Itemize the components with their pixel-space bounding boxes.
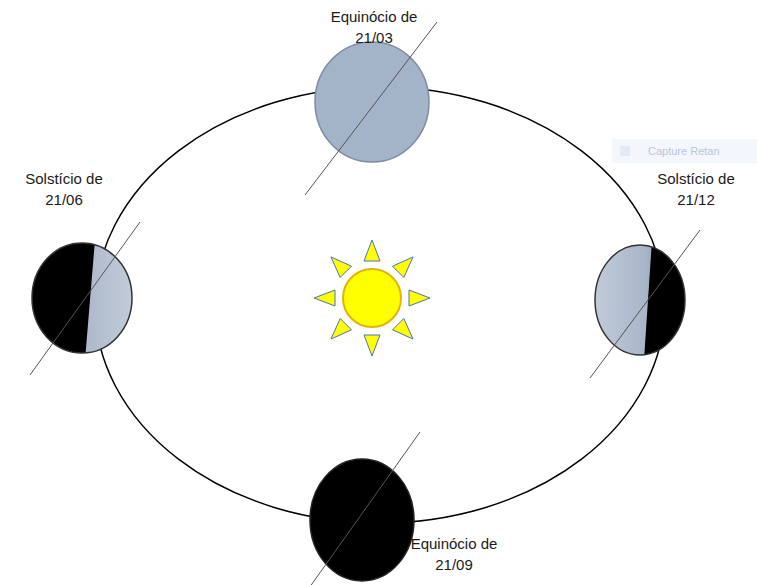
season-label: Equinócio de 21/03 xyxy=(318,6,430,48)
watermark-text: Capture Retan xyxy=(648,144,752,158)
season-label: Solstício de 21/06 xyxy=(8,168,120,210)
sun-ray xyxy=(331,257,352,278)
sun-rays xyxy=(314,240,430,356)
sun-ray xyxy=(331,319,352,340)
earth-axis xyxy=(30,222,140,375)
sun-ray xyxy=(314,290,335,306)
sun-ray xyxy=(364,240,380,261)
sun-ray xyxy=(393,257,414,278)
watermark-box xyxy=(612,139,757,163)
sun-ray xyxy=(393,319,414,340)
earth-outline xyxy=(32,243,132,353)
sun-ray xyxy=(409,290,430,306)
season-label: Solstício de 21/12 xyxy=(640,168,752,210)
earth-globe xyxy=(590,240,700,360)
earth-axis xyxy=(302,432,420,585)
earth-axis xyxy=(305,22,437,195)
earth-globe xyxy=(25,240,135,360)
earth-axis xyxy=(590,230,700,378)
earth-outline xyxy=(595,245,685,355)
season-label: Equinócio de 21/09 xyxy=(398,533,510,575)
earth-globe xyxy=(310,459,414,581)
watermark-icon xyxy=(620,146,630,156)
earth-globe xyxy=(315,42,429,162)
sun xyxy=(343,269,401,327)
sun-ray xyxy=(364,335,380,356)
